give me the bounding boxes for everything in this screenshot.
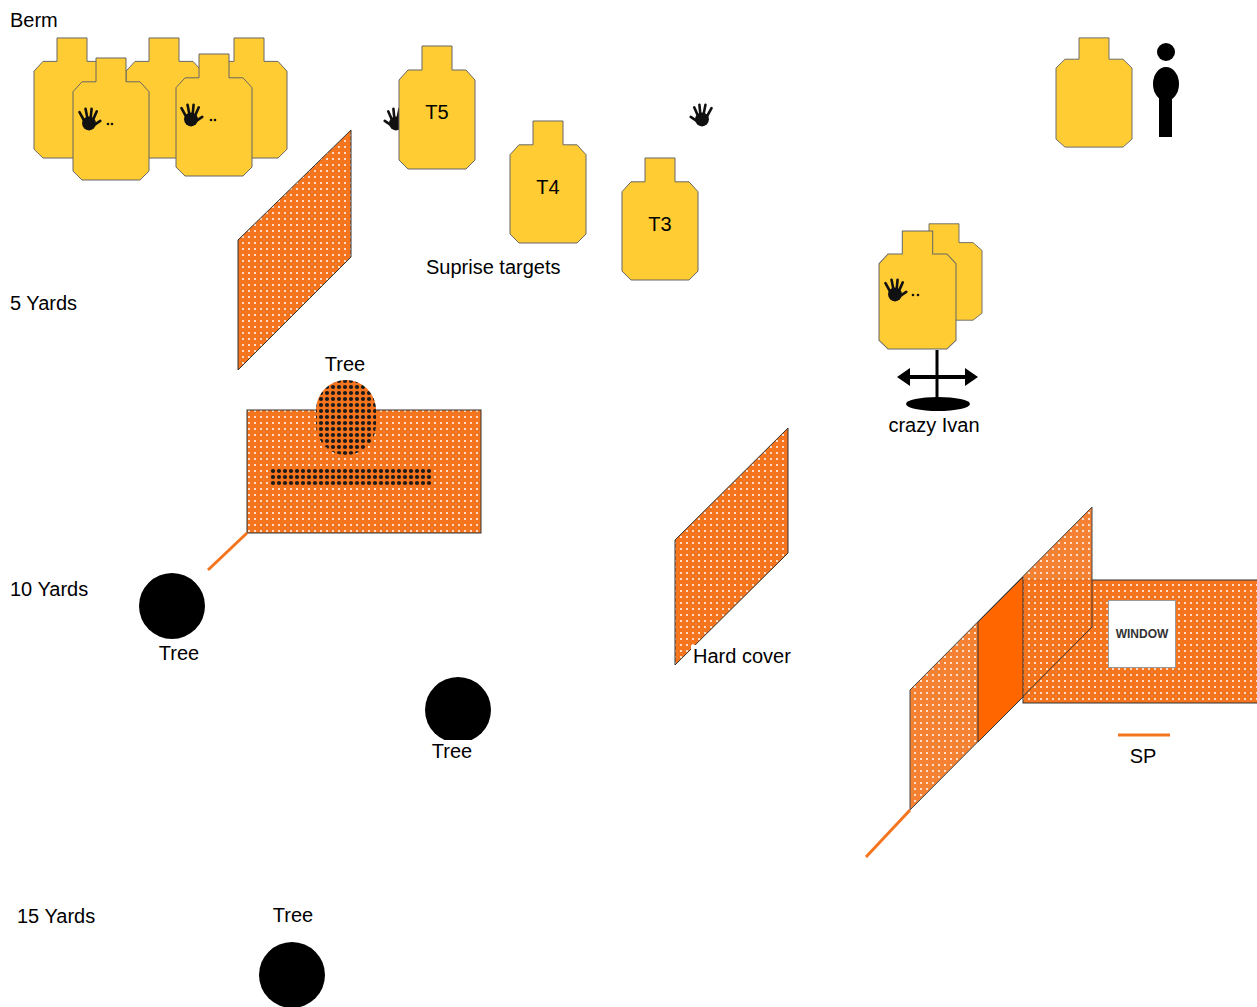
target [1056, 38, 1132, 147]
berm-targets [34, 38, 712, 180]
window-label: WINDOW [1116, 627, 1169, 641]
tree [139, 573, 491, 1007]
cover-label: Hard cover [691, 645, 793, 668]
distance-marker: 10 Yards [8, 578, 90, 601]
target-number: T4 [536, 176, 559, 199]
distance-marker: 5 Yards [8, 292, 79, 315]
hard-cover-panel [675, 428, 788, 665]
barricade [208, 380, 481, 570]
tree-label: Tree [157, 642, 201, 665]
crazy-ivan-mover [879, 224, 1257, 411]
target: T3 [621, 157, 699, 281]
tree-label: Tree [323, 353, 367, 376]
target-label: crazy Ivan [886, 414, 981, 437]
wall-panel [238, 130, 351, 370]
target-number: T3 [648, 213, 671, 236]
window-wall [866, 507, 1257, 857]
note: Suprise targets [424, 256, 563, 279]
start-position-label: SP [1128, 745, 1159, 768]
target: T5 [398, 45, 476, 170]
target-number: T5 [425, 101, 448, 124]
target: T4 [509, 120, 587, 244]
tree-label: Tree [430, 740, 474, 763]
tree-label: Tree [271, 904, 315, 927]
distance-marker: 15 Yards [15, 905, 97, 928]
window-box: WINDOW [1108, 600, 1176, 668]
stage-label: Berm [8, 9, 60, 32]
no-shoot-silhouette [1153, 43, 1179, 137]
